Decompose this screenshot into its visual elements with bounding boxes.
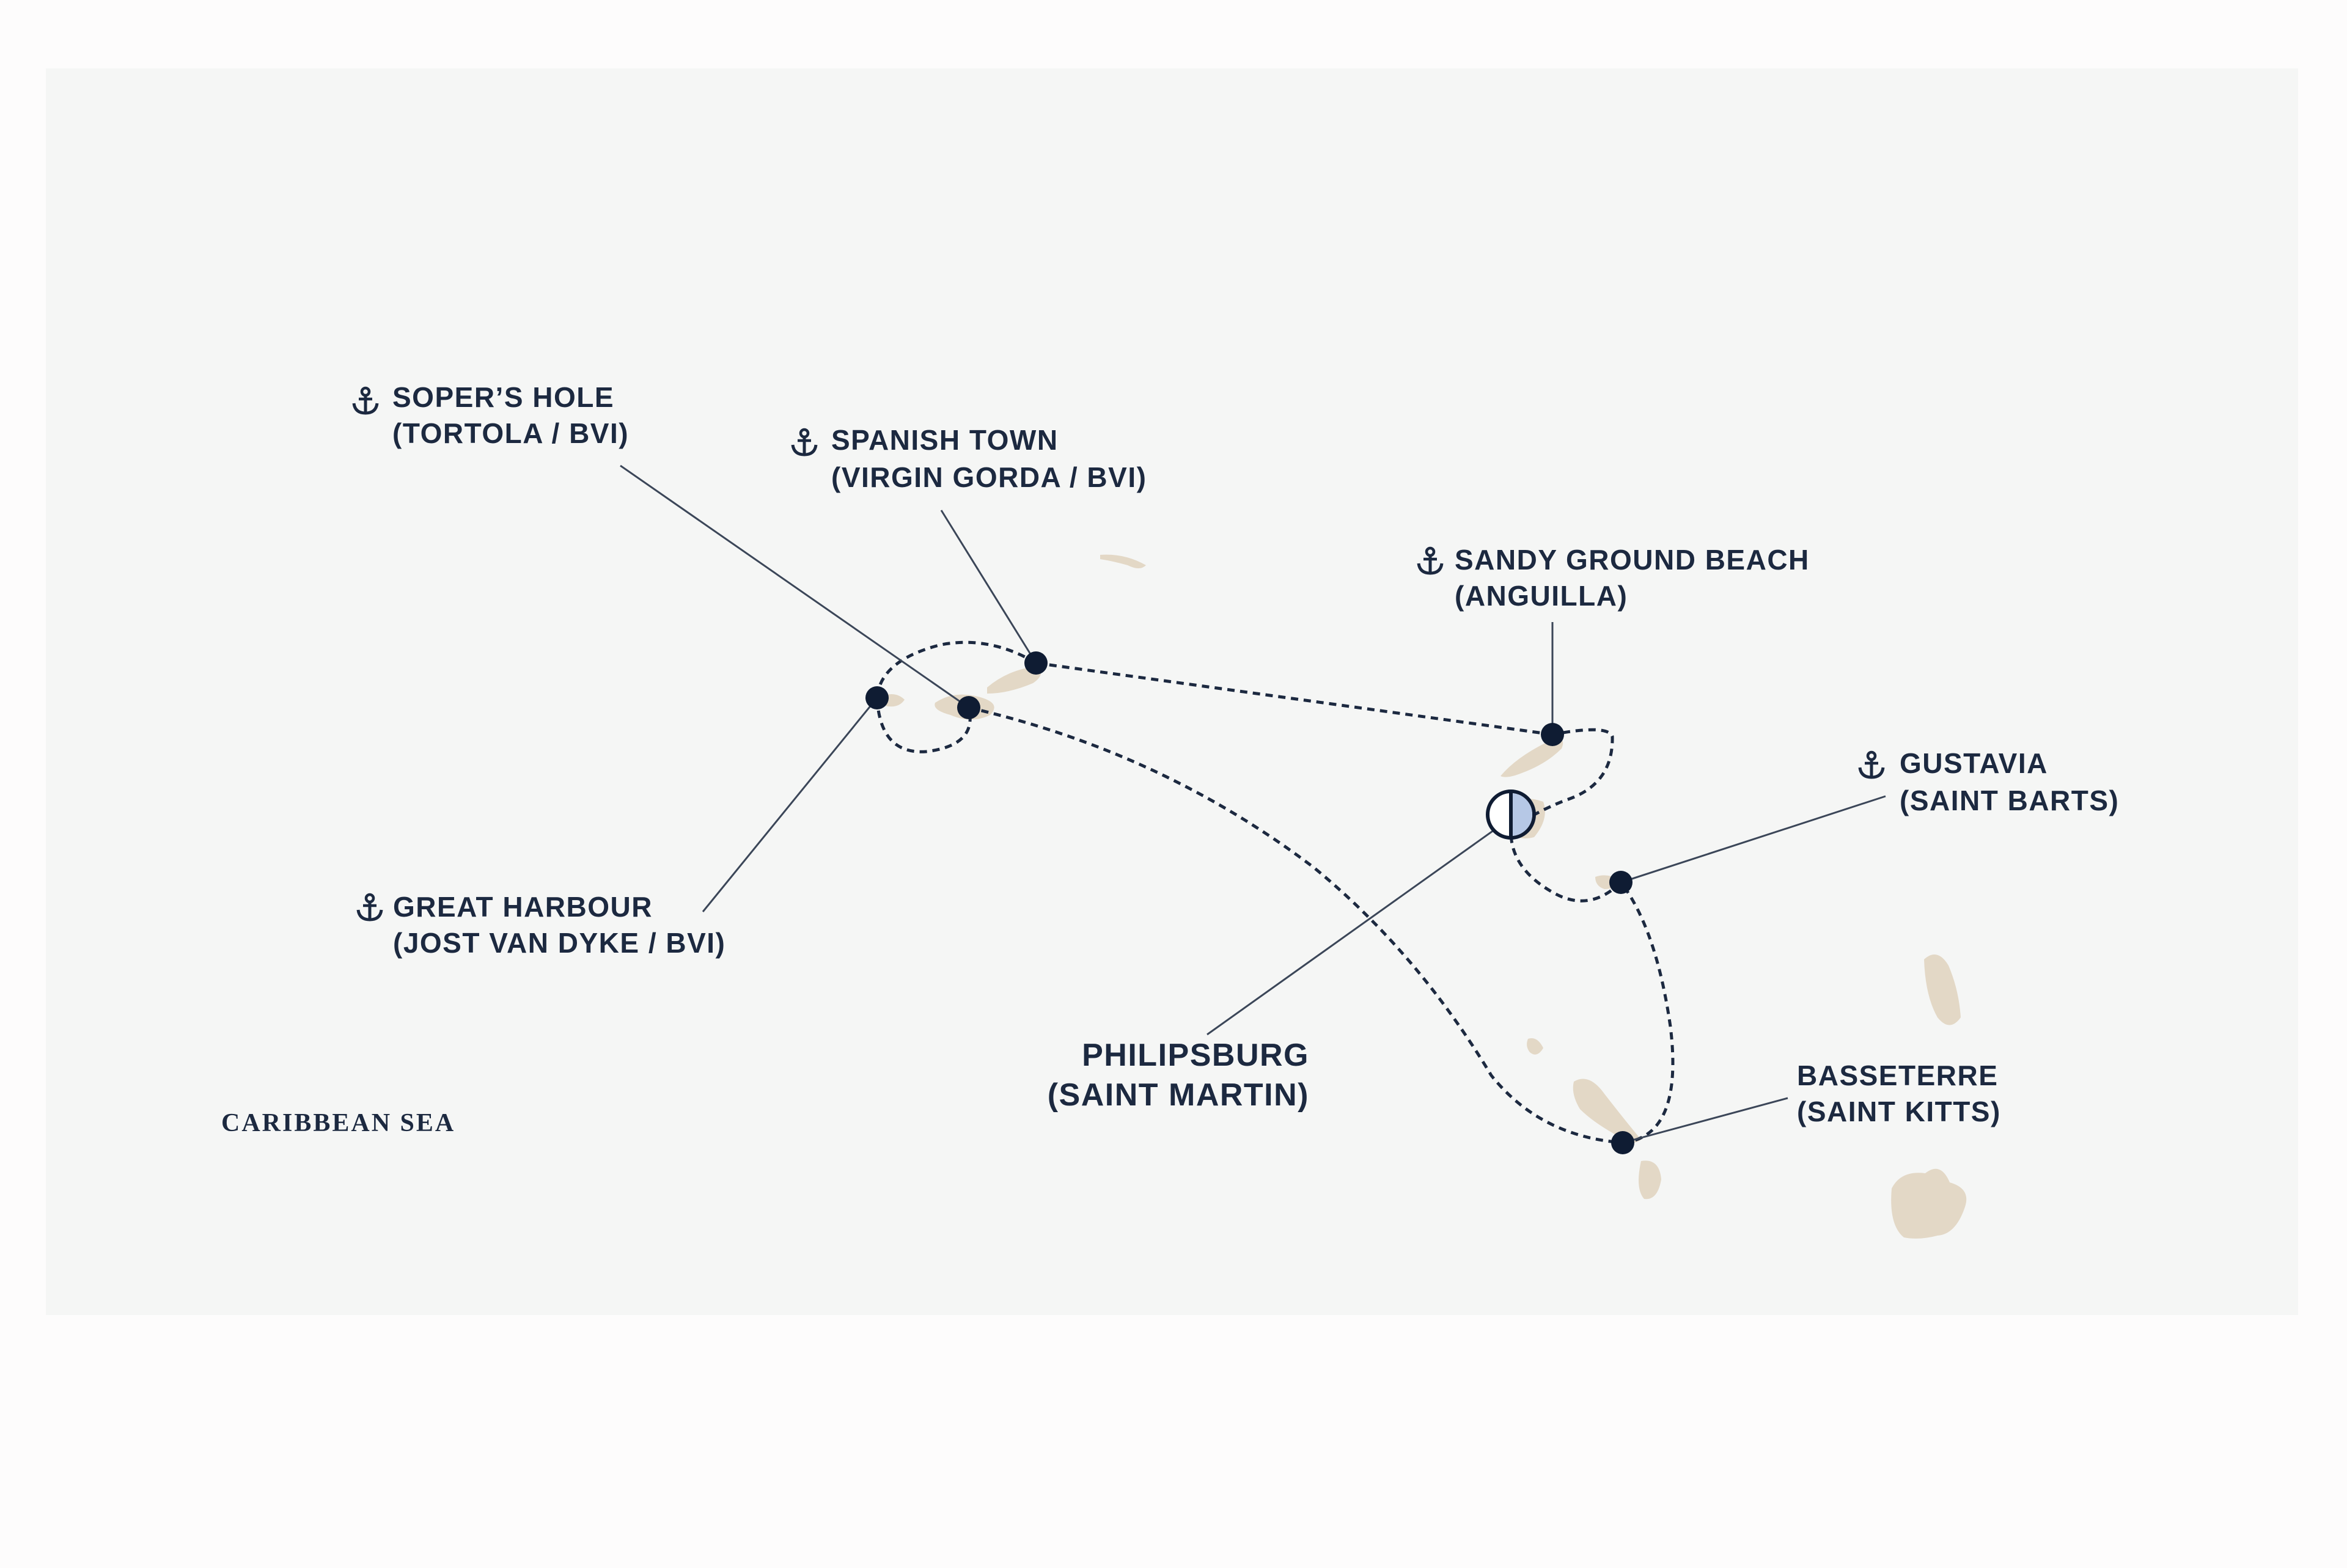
port-name: BASSETERRE xyxy=(1797,1060,1998,1091)
home-port-label: PHILIPSBURG (SAINT MARTIN) xyxy=(1048,1038,1309,1113)
port-label-basseterre: BASSETERRE (SAINT KITTS) xyxy=(1797,1060,2001,1127)
port-dot-sandy-ground[interactable] xyxy=(1541,723,1564,746)
port-markers xyxy=(865,651,1634,1154)
port-name: SPANISH TOWN xyxy=(831,424,1059,456)
port-name: SANDY GROUND BEACH xyxy=(1455,544,1810,576)
port-location: (SAINT KITTS) xyxy=(1797,1096,2001,1127)
port-label-sandy-ground: SANDY GROUND BEACH (ANGUILLA) xyxy=(1419,544,1810,612)
island-virgin-gorda xyxy=(987,666,1041,694)
island-saba xyxy=(1527,1038,1543,1055)
port-dot-spanish-town[interactable] xyxy=(1024,651,1048,675)
leader-line-gustavia xyxy=(1620,795,1886,884)
port-name: GUSTAVIA xyxy=(1900,747,2048,779)
island-saint-kitts xyxy=(1573,1079,1641,1143)
home-port-location: (SAINT MARTIN) xyxy=(1048,1077,1309,1113)
cruise-route xyxy=(875,640,1675,1145)
island-barbuda xyxy=(1924,954,1961,1025)
route-segment xyxy=(875,640,1037,698)
port-label-spanish-town: SPANISH TOWN (VIRGIN GORDA / BVI) xyxy=(793,424,1147,493)
sea-background xyxy=(46,68,2298,1315)
leader-lines xyxy=(620,464,1886,1144)
port-location: (JOST VAN DYKE / BVI) xyxy=(393,927,725,959)
port-location: (SAINT BARTS) xyxy=(1900,785,2119,816)
port-dot-sopers-hole[interactable] xyxy=(957,696,980,719)
port-label-gustavia: GUSTAVIA (SAINT BARTS) xyxy=(1860,747,2119,816)
route-segment xyxy=(875,697,972,753)
leader-line-philipsburg xyxy=(1207,829,1495,1036)
island-anguilla xyxy=(1500,739,1563,777)
port-dot-basseterre[interactable] xyxy=(1611,1131,1634,1154)
port-label-great-harbour: GREAT HARBOUR (JOST VAN DYKE / BVI) xyxy=(358,891,725,959)
leader-line-sopers-hole xyxy=(620,464,969,709)
port-location: (ANGUILLA) xyxy=(1455,580,1628,612)
route-segment xyxy=(968,706,1623,1145)
port-location: (VIRGIN GORDA / BVI) xyxy=(831,461,1147,493)
port-name: SOPER’S HOLE xyxy=(392,381,614,413)
port-name: GREAT HARBOUR xyxy=(393,891,653,923)
port-dot-great-harbour[interactable] xyxy=(865,686,889,709)
port-label-sopers-hole: SOPER’S HOLE (TORTOLA / BVI) xyxy=(354,381,629,449)
leader-line-spanish-town xyxy=(940,510,1037,664)
leader-line-basseterre xyxy=(1622,1097,1788,1144)
island-antigua xyxy=(1891,1168,1967,1239)
route-segment xyxy=(1035,661,1553,736)
island-anegada xyxy=(1100,554,1146,568)
island-nevis xyxy=(1639,1160,1661,1200)
leader-line-great-harbour xyxy=(702,697,878,912)
route-segment xyxy=(1510,728,1614,831)
port-dot-gustavia[interactable] xyxy=(1609,871,1633,894)
sea-label: CARIBBEAN SEA xyxy=(221,1109,455,1137)
home-port-marker-icon[interactable] xyxy=(1486,789,1536,840)
route-segment xyxy=(1509,829,1622,903)
home-port-name: PHILIPSBURG xyxy=(1082,1038,1309,1073)
port-location: (TORTOLA / BVI) xyxy=(392,417,629,449)
